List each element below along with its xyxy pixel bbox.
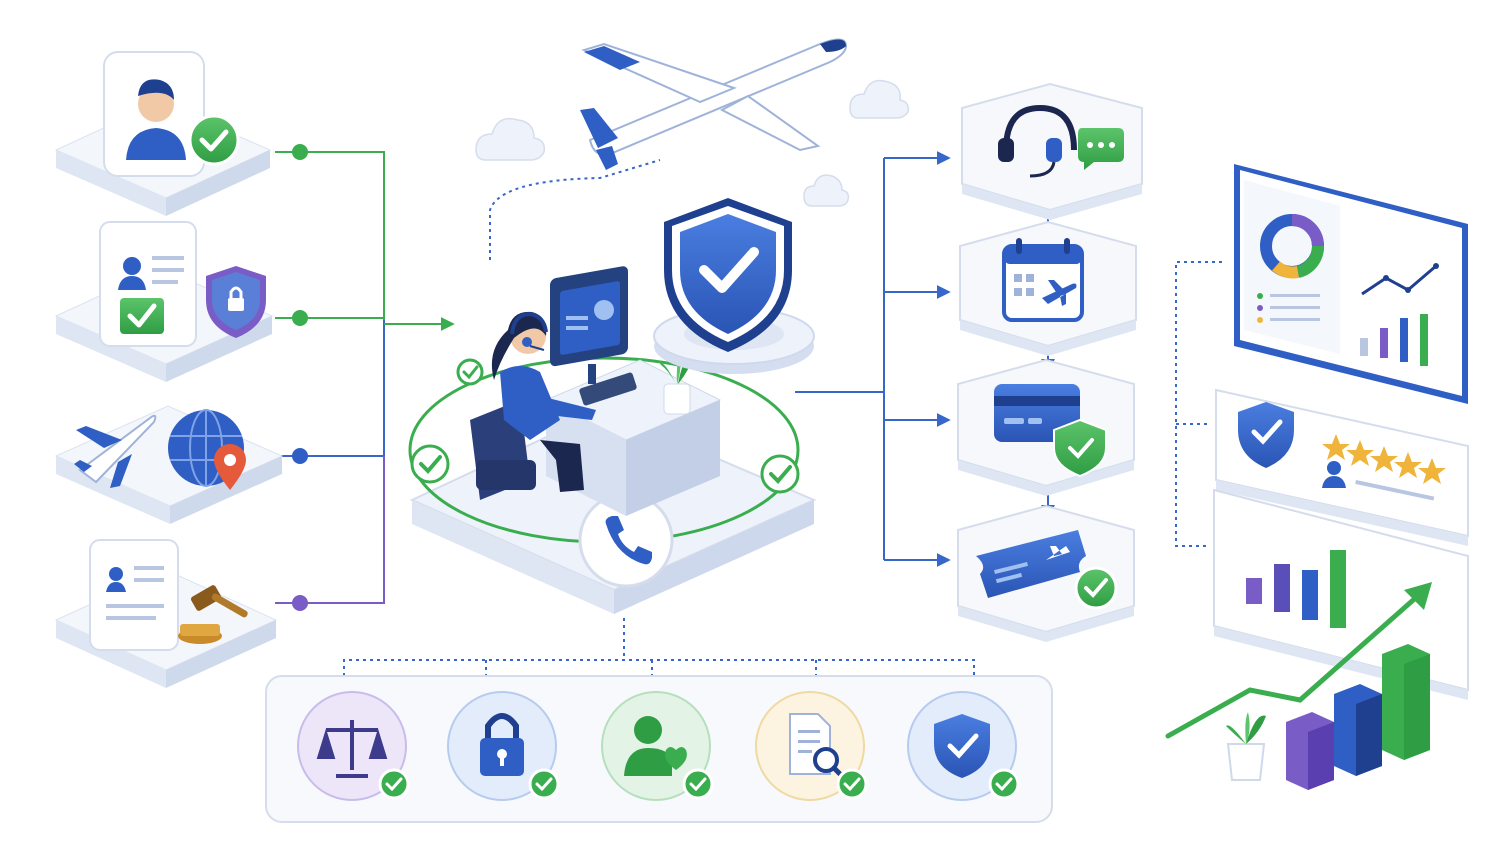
- input-tile-verified-documents: [54, 221, 274, 382]
- cycle-check-2: [456, 358, 484, 386]
- compliance-panel: [265, 675, 1053, 823]
- check-badge-icon: [988, 768, 1020, 800]
- shield-check-icon: [664, 198, 792, 352]
- connector-compliance: [343, 618, 975, 676]
- bar-chart-icon: [1246, 550, 1346, 628]
- shield-lock-icon: [206, 266, 266, 338]
- outcome-analytics-dashboard: [1234, 164, 1468, 404]
- shield-check-icon: [1053, 418, 1107, 478]
- shield-check-icon: [934, 714, 990, 778]
- airplane-icon: [580, 38, 848, 170]
- keyboard: [579, 372, 637, 406]
- check-badge-icon: [836, 768, 868, 800]
- calendar-flight-icon: [1002, 238, 1084, 322]
- person-heart-icon: [624, 716, 687, 776]
- input-tile-legal-records: [54, 539, 278, 688]
- airplane-illustration: [475, 38, 910, 207]
- flight-path: [489, 159, 661, 260]
- connector-input-3: [275, 320, 385, 457]
- five-star-rating-icon: [1322, 434, 1446, 484]
- headset-icon: [998, 104, 1077, 178]
- dot-input-3: [292, 448, 308, 464]
- input-tile-customer-profile: [54, 51, 272, 216]
- workflow-step-support-chat: [961, 82, 1143, 220]
- connector-dots: [292, 144, 308, 611]
- chat-bubble-icon: [1078, 128, 1124, 170]
- person-icon: [1322, 461, 1435, 501]
- monitor-icon: [550, 266, 628, 384]
- pillar-customer-care: [601, 691, 714, 801]
- workflow-step-payment: [957, 358, 1135, 496]
- agent-headset-icon: [470, 311, 596, 500]
- pillar-document-audit: [755, 691, 868, 801]
- line-chart-icon: [1361, 263, 1439, 296]
- ticket-icon: [976, 530, 1086, 598]
- airplane-icon: [74, 414, 157, 488]
- connector-outcomes: [1175, 261, 1222, 547]
- outcome-trust-rating: [1215, 388, 1469, 546]
- connector-input-4: [275, 456, 385, 604]
- id-card-icon: [99, 221, 197, 347]
- lock-icon: [480, 713, 524, 776]
- check-badge-icon: [1074, 566, 1118, 610]
- hub-shield: [653, 198, 815, 374]
- check-badge-icon: [378, 768, 410, 800]
- dot-input-4: [292, 595, 308, 611]
- pillar-protection: [907, 691, 1020, 801]
- cloud-icon: [475, 79, 910, 207]
- cycle-check-3: [760, 454, 800, 494]
- connector-input-1: [275, 151, 385, 320]
- document-search-icon: [789, 713, 847, 781]
- workflow-step-ticket-issued: [957, 504, 1135, 642]
- pillar-data-security: [447, 691, 560, 801]
- shield-check-icon: [1238, 402, 1294, 468]
- donut-chart-icon: [1260, 214, 1324, 279]
- person-icon: [126, 79, 186, 160]
- cycle-check-1: [410, 444, 450, 484]
- growth-arrow-icon: [1165, 582, 1432, 739]
- plant-icon: [1226, 712, 1266, 781]
- dot-input-2: [292, 310, 308, 326]
- input-tile-travel-destination: [54, 405, 284, 524]
- bar-chart-icon: [1360, 314, 1428, 366]
- scales-icon: [316, 720, 388, 778]
- outcome-growth: [1165, 488, 1469, 790]
- gavel-icon: [178, 585, 248, 644]
- pillar-legal-compliance: [297, 691, 410, 801]
- check-badge-icon: [188, 114, 240, 166]
- growth-bars: [1286, 644, 1430, 790]
- check-badge-icon: [528, 768, 560, 800]
- globe-pin-icon: [168, 409, 246, 490]
- agent-desk: [470, 266, 722, 516]
- dot-input-1: [292, 144, 308, 160]
- document-icon: [89, 539, 179, 651]
- check-badge-icon: [682, 768, 714, 800]
- workflow-step-booking-calendar: [959, 220, 1137, 356]
